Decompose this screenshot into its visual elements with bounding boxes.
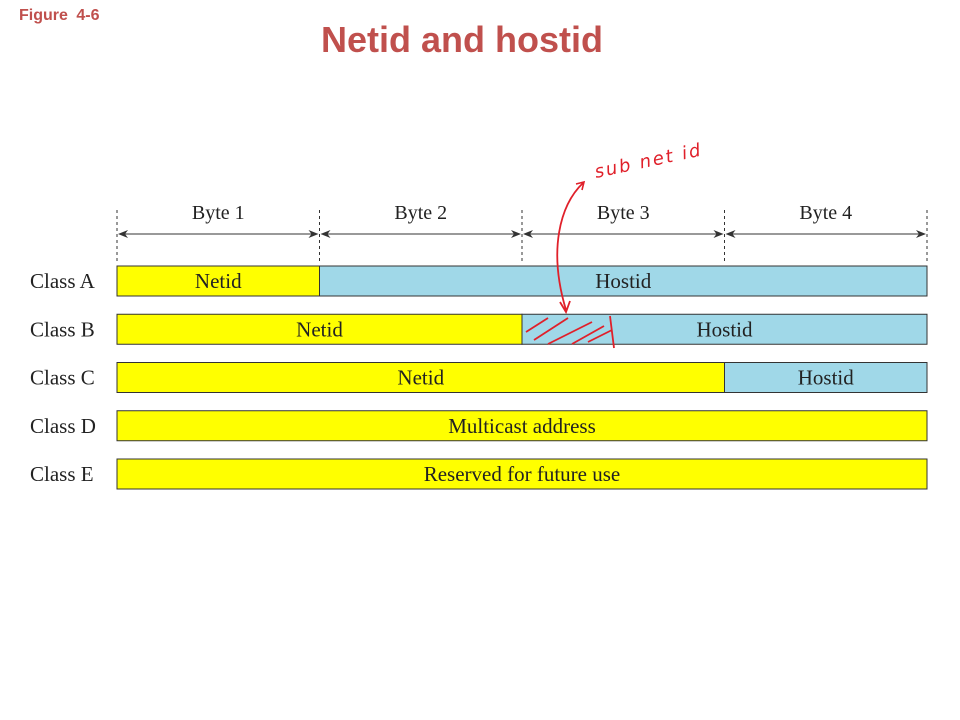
segment-label: Netid	[397, 366, 444, 390]
byte-header: Byte 1 Byte 2 Byte 3 Byte 4	[116, 202, 928, 262]
netid-segment	[116, 313, 523, 345]
class-label: Class D	[30, 414, 96, 438]
segment-label: Netid	[195, 269, 242, 293]
segment-label: Hostid	[696, 317, 753, 341]
byte-label: Byte 4	[799, 202, 852, 224]
annotation-text: sub net id	[593, 140, 705, 183]
hostid-segment	[724, 362, 928, 393]
class-row: Class C Netid Hostid	[30, 362, 928, 393]
byte-label: Byte 2	[394, 202, 447, 224]
hostid-segment	[521, 313, 928, 345]
byte-label: Byte 1	[192, 202, 245, 224]
class-row: Class D Multicast address	[30, 410, 928, 442]
byte-label: Byte 3	[597, 202, 650, 224]
segment-label: Reserved for future use	[424, 462, 621, 486]
annotation-arrowhead	[559, 300, 571, 315]
class-label: Class A	[30, 269, 96, 293]
netid-segment	[116, 410, 928, 442]
class-label: Class B	[30, 317, 95, 341]
segment-label: Multicast address	[448, 414, 596, 438]
class-row: Class E Reserved for future use	[30, 458, 928, 490]
class-label: Class C	[30, 366, 95, 390]
segment-label: Netid	[296, 317, 343, 341]
segment-label: Hostid	[798, 366, 855, 390]
annotation-arrow	[556, 182, 584, 311]
netid-segment	[116, 362, 725, 393]
segment-label: Hostid	[595, 269, 652, 293]
hatch-marks	[525, 315, 615, 349]
page-title: Netid and hostid	[321, 19, 603, 60]
figure-label: Figure 4-6	[19, 7, 100, 24]
hostid-segment	[319, 265, 928, 297]
netid-segment	[116, 458, 928, 490]
class-label: Class E	[30, 462, 94, 486]
class-row: Class B Netid Hostid	[30, 313, 928, 345]
class-row: Class A Netid Hostid	[30, 265, 928, 297]
netid-segment	[116, 265, 320, 297]
annotation-arrowhead-top	[575, 180, 586, 191]
